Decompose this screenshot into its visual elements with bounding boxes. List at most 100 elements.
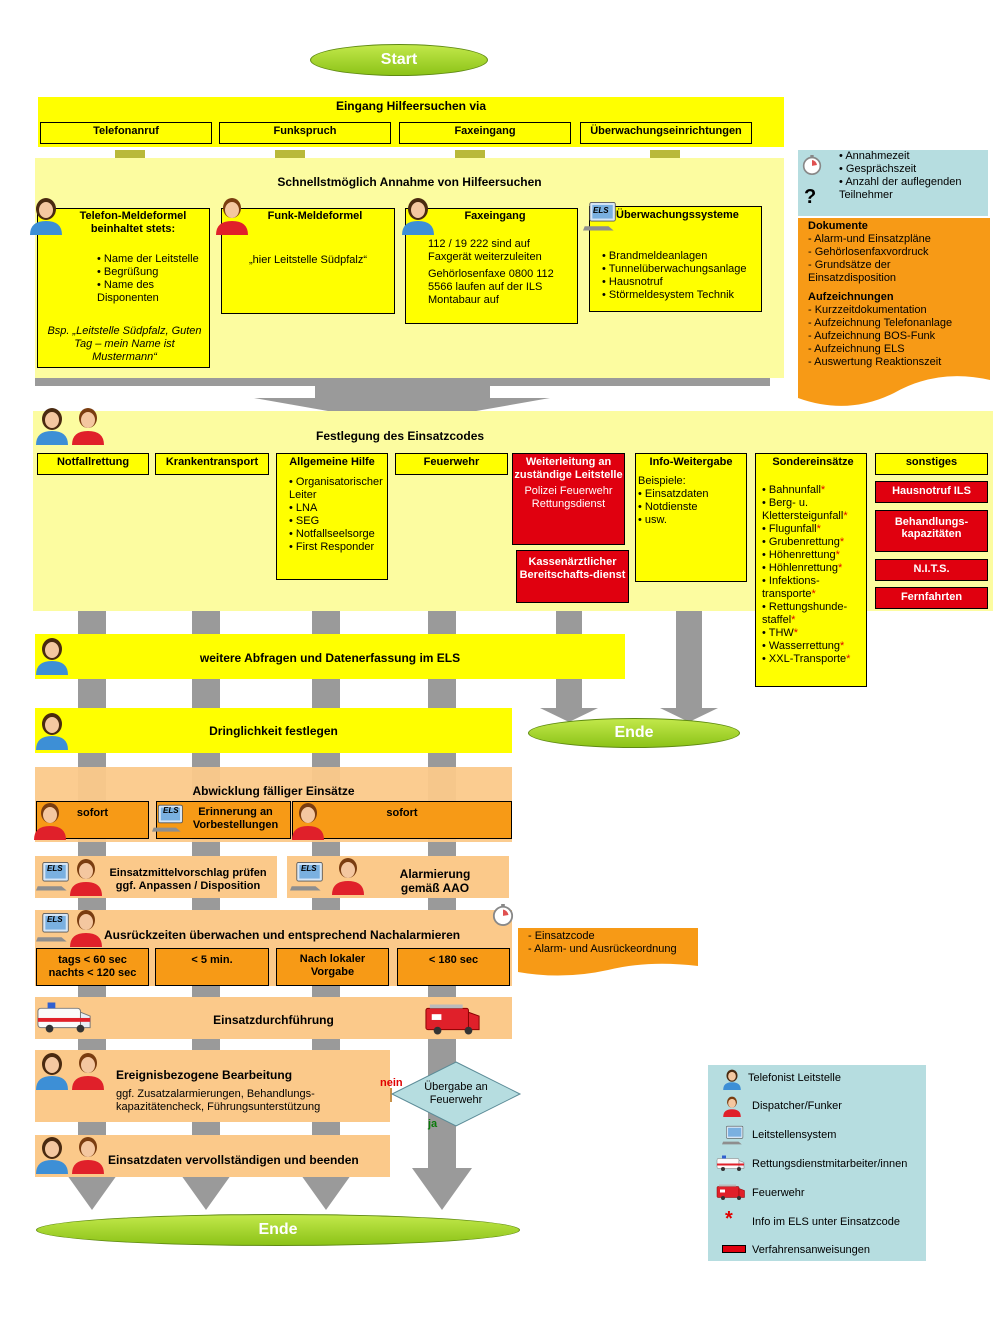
uebergabe-nein: nein bbox=[380, 1077, 403, 1089]
verfahrensanweisung-swatch bbox=[722, 1245, 746, 1253]
aufzeichnungen-title: Aufzeichnungen bbox=[808, 291, 894, 303]
weiterleitung-sub: Polizei Feuerwehr Rettungsdienst bbox=[524, 485, 613, 510]
legend-item: Info im ELS unter Einsatzcode bbox=[752, 1216, 900, 1228]
telefonist-icon bbox=[34, 405, 70, 445]
sonder-item: Bahnunfall* bbox=[762, 484, 864, 497]
dispatcher-icon bbox=[290, 800, 326, 840]
allgemein-item: LNA bbox=[289, 502, 386, 515]
legend-item: Verfahrensanweisungen bbox=[752, 1244, 871, 1256]
side-info-item: Gesprächszeit bbox=[839, 163, 988, 176]
uebergabe-text: Übergabe an Feuerwehr bbox=[424, 1081, 488, 1106]
els-label: ELS bbox=[301, 864, 317, 873]
legend-item: Rettungsdienstmitarbeiter/innen bbox=[752, 1158, 908, 1170]
start-terminal: Start bbox=[310, 44, 488, 76]
einsatzcode-note: - Einsatzcode - Alarm- und Ausrückeordnu… bbox=[528, 930, 698, 956]
eingang-item-funk: Funkspruch bbox=[219, 122, 391, 144]
time-feuerwehr: < 180 sec bbox=[397, 948, 510, 986]
telefonist-icon bbox=[722, 1068, 742, 1090]
fax-line1: 112 / 19 222 sind auf Faxgerät weiterzul… bbox=[428, 238, 542, 263]
fax-box bbox=[405, 208, 578, 324]
sonder-item: Höhenrettung* bbox=[762, 549, 864, 562]
dispatcher-icon bbox=[32, 800, 68, 840]
aufzeichnungen-item: - Aufzeichnung BOS-Funk bbox=[808, 330, 936, 342]
sonstiges-item: Hausnotruf ILS bbox=[875, 481, 988, 503]
funk-text: „hier Leitstelle Südpfalz“ bbox=[248, 254, 367, 266]
eingang-title: Eingang Hilfeersuchen via bbox=[335, 99, 487, 113]
telefon-example: Bsp. „Leitstelle Südpfalz, Guten Tag – m… bbox=[47, 325, 202, 363]
clock-icon bbox=[492, 904, 514, 926]
telefon-item: Name des Disponenten bbox=[97, 279, 208, 305]
ereignis-text: ggf. Zusatzalarmierungen, Behandlungs-ka… bbox=[116, 1088, 321, 1113]
uebergabe-decision bbox=[390, 1061, 522, 1127]
side-info-item: Annahmezeit bbox=[839, 150, 988, 163]
side-info-list: Annahmezeit Gesprächszeit Anzahl der auf… bbox=[830, 150, 988, 202]
sonder-item: Infektions-transporte* bbox=[762, 575, 864, 601]
dringlichkeit-text: Dringlichkeit festlegen bbox=[209, 724, 338, 738]
sonstiges-item: N.I.T.S. bbox=[875, 559, 988, 581]
dispatcher-icon bbox=[70, 1050, 106, 1090]
code-weiterleitung: Weiterleitung an zuständige Leitstelle P… bbox=[512, 453, 625, 545]
alarmierung-text: Alarmierung gemäß AAO bbox=[399, 867, 471, 895]
uebergabe-ja: ja bbox=[428, 1118, 438, 1130]
documents-text: Dokumente - Alarm-und Einsatzpläne - Geh… bbox=[808, 220, 988, 369]
code-krankentransport: Krankentransport bbox=[155, 453, 269, 475]
info-title: Info-Weitergabe bbox=[649, 456, 733, 468]
dokumente-title: Dokumente bbox=[808, 220, 868, 232]
telefon-list: Name der Leitstelle Begrüßung Name des D… bbox=[88, 253, 208, 305]
time-notfall: tags < 60 sec nachts < 120 sec bbox=[36, 948, 149, 986]
ende-bottom-terminal: Ende bbox=[36, 1214, 520, 1246]
time-kranken: < 5 min. bbox=[155, 948, 269, 986]
info-item: Einsatzdaten bbox=[638, 488, 744, 501]
aufzeichnungen-item: - Auswertung Reaktionszeit bbox=[808, 356, 942, 368]
code-kv-dienst: Kassenärztlicher Bereitschafts-dienst bbox=[516, 550, 629, 603]
code-notfallrettung: Notfallrettung bbox=[37, 453, 149, 475]
fire-truck-icon bbox=[716, 1183, 746, 1201]
time-allgemein: Nach lokaler Vorgabe bbox=[276, 948, 389, 986]
abwicklung-sofort-2: sofort bbox=[292, 801, 512, 839]
weitere-abfragen-band bbox=[35, 634, 625, 679]
ereignis-title: Ereignisbezogene Bearbeitung bbox=[116, 1068, 293, 1082]
funk-meldeformel-box bbox=[221, 208, 395, 314]
sonder-list: Bahnunfall* Berg- u. Klettersteigunfall*… bbox=[762, 484, 864, 666]
abwicklung-erinnerung: Erinnerung an Vorbestellungen bbox=[156, 801, 291, 839]
sonstiges-item: Fernfahrten bbox=[875, 587, 988, 609]
allgemein-item: SEG bbox=[289, 515, 386, 528]
allgemein-item: First Responder bbox=[289, 541, 386, 554]
ausrueck-text: Ausrückzeiten überwachen und entsprechen… bbox=[104, 928, 461, 942]
dokumente-item: - Alarm-und Einsatzpläne bbox=[808, 233, 931, 245]
telefon-item: Begrüßung bbox=[97, 266, 208, 279]
legend-box bbox=[708, 1065, 926, 1261]
dispatcher-icon bbox=[722, 1095, 742, 1117]
sonstiges-item: Behandlungs-kapazitäten bbox=[875, 510, 988, 552]
side-info-item: Anzahl der auflegenden Teilnehmer bbox=[839, 176, 988, 202]
dispatcher-icon bbox=[68, 856, 104, 896]
els-label: ELS bbox=[47, 915, 63, 924]
documents-shape bbox=[798, 218, 990, 406]
einsatzcode-note-shape bbox=[518, 928, 698, 976]
clock-icon bbox=[802, 155, 822, 175]
dispatcher-icon bbox=[68, 907, 104, 947]
annahme-title: Schnellstmöglich Annahme von Hilfeersuch… bbox=[277, 175, 542, 189]
ueberwachung-list: Brandmeldeanlagen Tunnelüberwachungsanla… bbox=[593, 250, 761, 302]
sonder-item: Wasserrettung* bbox=[762, 640, 864, 653]
dringlichkeit-band bbox=[35, 708, 512, 753]
dokumente-item: - Grundsätze der Einsatzdisposition bbox=[808, 259, 897, 284]
ueberwachung-title: Überwachungssysteme bbox=[616, 209, 739, 221]
sonder-item: Rettungshunde-staffel* bbox=[762, 601, 864, 627]
legend-item: Feuerwehr bbox=[752, 1187, 805, 1199]
telefonist-icon bbox=[34, 1134, 70, 1174]
ueberwachung-item: Tunnelüberwachungsanlage bbox=[602, 263, 761, 276]
vorschlag-text: Einsatzmittelvorschlag prüfen ggf. Anpas… bbox=[109, 867, 267, 892]
info-list: Einsatzdaten Notdienste usw. bbox=[638, 488, 744, 527]
allgemein-item: Organisatorischer Leiter bbox=[289, 476, 386, 502]
ueberwachung-item: Störmeldesystem Technik bbox=[602, 289, 761, 302]
allgemein-item: Notfallseelsorge bbox=[289, 528, 386, 541]
festlegung-title: Festlegung des Einsatzcodes bbox=[316, 429, 485, 443]
aufzeichnungen-item: - Aufzeichnung Telefonanlage bbox=[808, 317, 953, 329]
einsatzcode-note-item: - Alarm- und Ausrückeordnung bbox=[528, 943, 677, 955]
vervollstaendigen-text: Einsatzdaten vervollständigen und beende… bbox=[108, 1153, 359, 1167]
els-label: ELS bbox=[593, 206, 609, 215]
sonder-item: Flugunfall* bbox=[762, 523, 864, 536]
dispatcher-icon bbox=[70, 405, 106, 445]
telefonist-icon bbox=[34, 1050, 70, 1090]
